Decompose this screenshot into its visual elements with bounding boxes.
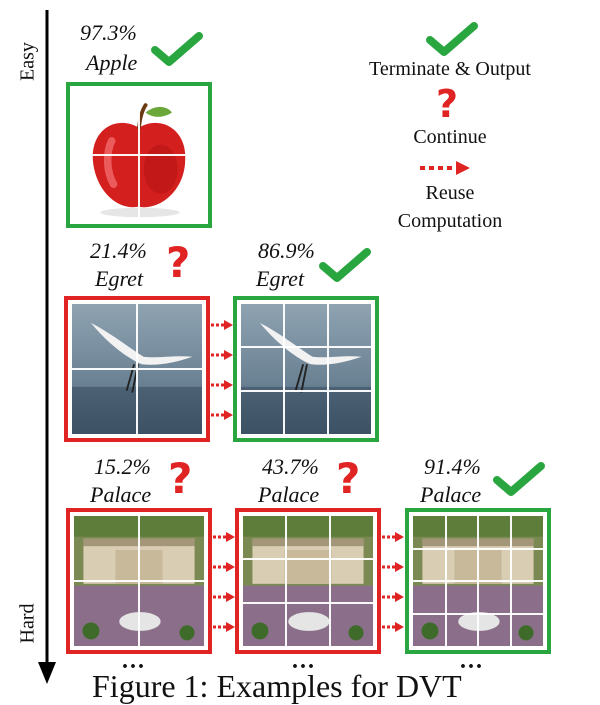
dotted-arrow-icon (382, 562, 404, 572)
grid-line-vertical (328, 516, 331, 646)
grid-line-horizontal (413, 612, 543, 615)
dotted-arrow-icon (211, 380, 233, 390)
row3-reuse-arrows-2 (381, 522, 405, 642)
egret-image (72, 304, 202, 434)
row2-col2-check-icon (319, 248, 371, 282)
row3-col3-class-label: Palace (420, 482, 482, 507)
grid-line-horizontal (241, 389, 371, 392)
legend-terminate-label: Terminate & Output (369, 58, 531, 80)
dotted-arrow-icon (382, 592, 404, 602)
grid-line-vertical (326, 304, 329, 434)
row2-col2-image-frame (233, 296, 379, 442)
dotted-arrow-icon (382, 622, 404, 632)
row3-col3-check-icon (493, 462, 545, 496)
ellipsis-col1: ... (122, 648, 146, 674)
grid-line-horizontal (72, 368, 202, 370)
row2-col1-question-icon: ? (166, 238, 191, 287)
legend-continue-label: Continue (413, 126, 487, 148)
row2-col2-class-label: Egret (256, 266, 305, 291)
row3-col2-confidence: 43.7% (262, 454, 319, 479)
grid-line-vertical (285, 516, 288, 646)
grid-line-horizontal (413, 580, 543, 582)
ellipsis-col3: ... (460, 648, 484, 674)
apple-image (74, 90, 204, 220)
ellipsis-col2: ... (292, 648, 316, 674)
row3-col1-class-label: Palace (90, 482, 152, 507)
row3-col1-confidence: 15.2% (94, 454, 151, 479)
row2-col1-class-label: Egret (95, 266, 144, 291)
legend-dotted-arrow-icon (420, 161, 470, 175)
dotted-arrow-icon (211, 320, 233, 330)
row2-col1-confidence: 21.4% (90, 238, 147, 263)
row1-col1-check-icon (151, 32, 203, 66)
row2-reuse-arrows (210, 310, 234, 430)
egret-image (241, 304, 371, 434)
difficulty-axis-arrow (38, 10, 56, 684)
row1-col1-class-label: Apple (86, 50, 138, 75)
dotted-arrow-icon (382, 532, 404, 542)
grid-line-horizontal (74, 154, 204, 156)
grid-line-horizontal (241, 346, 371, 349)
row3-col3-image-frame (405, 508, 551, 654)
palace-image (74, 516, 204, 646)
row3-col3-confidence: 91.4% (424, 454, 481, 479)
dotted-arrow-icon (211, 350, 233, 360)
row1-col1-image-frame (66, 82, 212, 228)
dotted-arrow-icon (213, 532, 235, 542)
dotted-arrow-icon (213, 622, 235, 632)
row3-col2-image-frame (235, 508, 381, 654)
dotted-arrow-icon (211, 410, 233, 420)
row1-col1-confidence: 97.3% (80, 20, 137, 45)
row3-col1-question-icon: ? (168, 454, 193, 503)
axis-label-hard: Hard (16, 603, 39, 644)
row3-col2-question-icon: ? (336, 454, 361, 503)
legend-reuse-label-line1: Reuse (425, 182, 475, 204)
row2-col2-confidence: 86.9% (258, 238, 315, 263)
row3-col2-class-label: Palace (258, 482, 320, 507)
palace-image (243, 516, 373, 646)
palace-image (413, 516, 543, 646)
grid-line-vertical (509, 516, 512, 646)
grid-line-vertical (283, 304, 286, 434)
legend-question-icon: ? (436, 82, 459, 126)
row2-col1-image-frame (64, 296, 210, 442)
grid-line-horizontal (243, 558, 373, 561)
legend-check-icon (426, 22, 478, 56)
row3-reuse-arrows-1 (212, 522, 236, 642)
dotted-arrow-icon (213, 592, 235, 602)
figure-caption: Figure 1: Examples for DVT (92, 668, 462, 704)
dotted-arrow-icon (213, 562, 235, 572)
grid-line-horizontal (243, 601, 373, 604)
grid-line-horizontal (74, 580, 204, 582)
row3-col1-image-frame (66, 508, 212, 654)
legend-reuse-label-line2: Computation (397, 210, 503, 232)
